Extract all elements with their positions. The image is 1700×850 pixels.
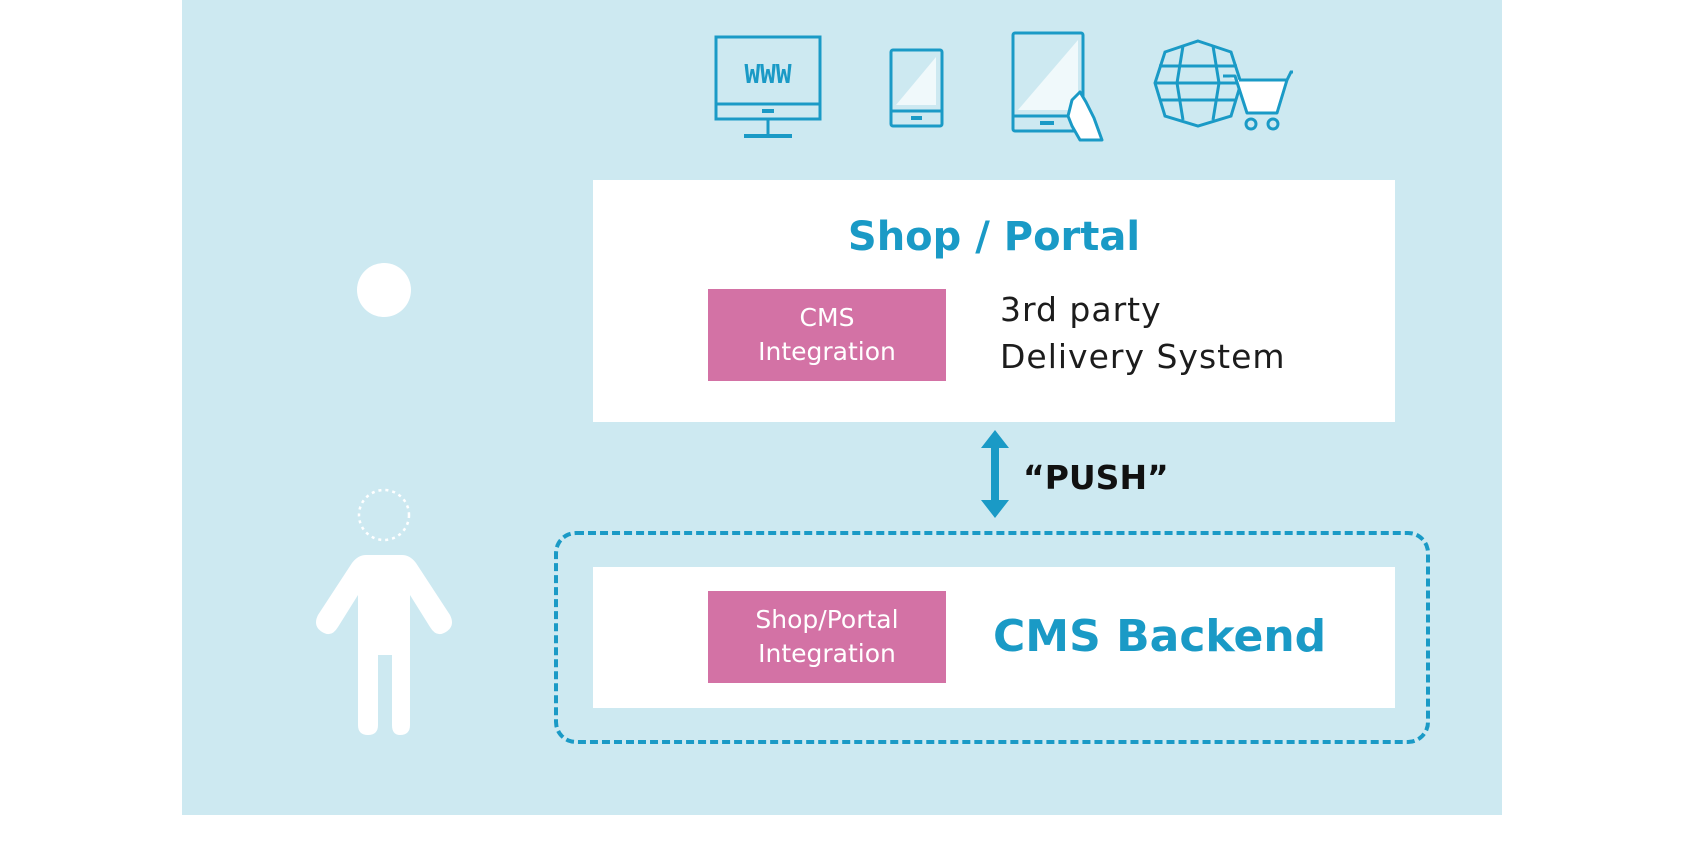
shop-portal-integration-line2: Integration [758, 639, 896, 668]
cms-integration-block: CMS Integration [708, 289, 946, 381]
shop-portal-box: Shop / Portal CMS Integration 3rd party … [593, 180, 1395, 422]
shop-portal-integration-line1: Shop/Portal [755, 605, 899, 634]
cms-integration-line1: CMS [799, 303, 855, 332]
bidirectional-arrow-icon [981, 430, 1009, 518]
cms-backend-box: Shop/Portal Integration CMS Backend [593, 567, 1395, 708]
person-body [316, 555, 452, 735]
shop-portal-title: Shop / Portal [847, 214, 1141, 260]
push-label: “PUSH” [1023, 458, 1169, 497]
person-head-dotted [357, 488, 411, 542]
cms-integration-line2: Integration [758, 337, 896, 366]
shop-portal-integration-block: Shop/Portal Integration [708, 591, 946, 683]
third-party-line1: 3rd party [1000, 290, 1162, 329]
cms-backend-dashed-boundary [554, 531, 1430, 744]
third-party-line2: Delivery System [1000, 337, 1286, 376]
cms-backend-title: CMS Backend [993, 611, 1327, 662]
person-figure [316, 263, 452, 735]
person-head-solid [357, 263, 411, 317]
third-party-delivery-label: 3rd party Delivery System [1000, 286, 1286, 380]
